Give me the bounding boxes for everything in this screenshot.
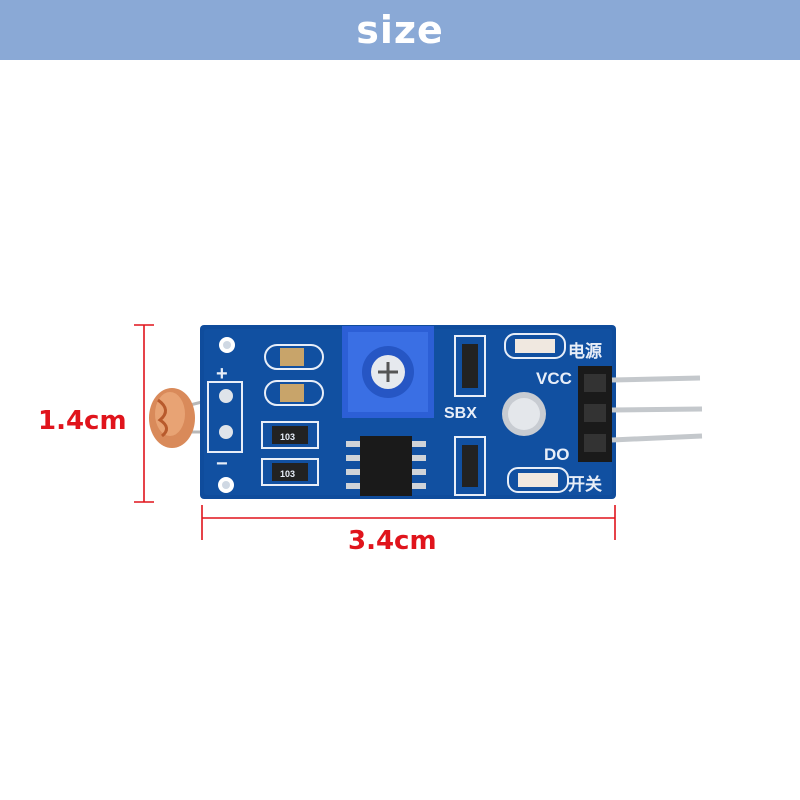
minus-label: − [216,453,228,475]
width-dimension-line [201,505,616,540]
resistor-code-2: 103 [280,469,295,479]
plus-label: + [216,363,228,385]
width-dimension-label: 3.4cm [348,526,437,556]
height-dimension-line [134,324,154,503]
vcc-label: VCC [536,369,572,388]
header-banner: size [0,0,800,60]
resistor-code-1: 103 [280,432,295,442]
height-dimension-label: 1.4cm [38,406,127,436]
do-label: DO [544,445,570,464]
sbx-label: SBX [444,405,477,422]
switch-cn-label: 开关 [568,474,602,494]
power-cn-label: 电源 [568,341,602,361]
pcb-board [200,325,703,499]
header-title: size [356,8,444,52]
